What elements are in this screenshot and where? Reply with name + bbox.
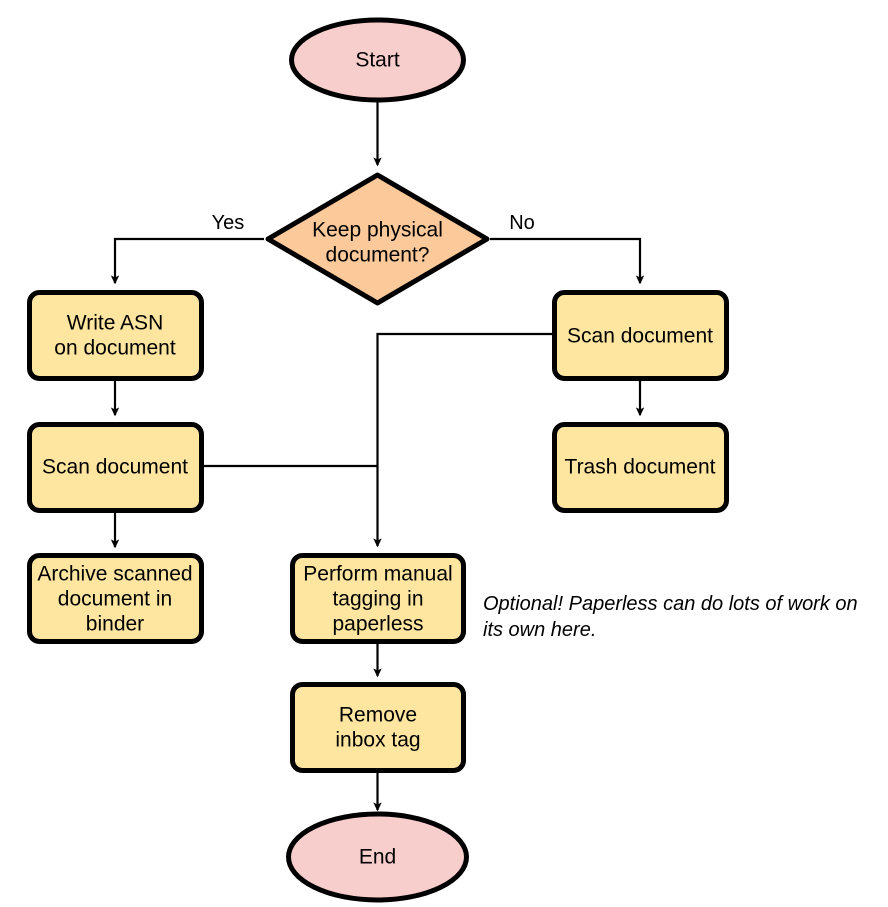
annotation-optional-note: Optional! Paperless can do lots of work … <box>483 593 858 641</box>
end-ellipse[interactable] <box>286 811 469 903</box>
optional-note-line1: Optional! Paperless can do lots of work … <box>483 593 858 615</box>
manual-tagging-label-line2: tagging in <box>332 588 423 611</box>
scan-document-right-label: Scan document <box>567 325 713 348</box>
edge-line <box>490 237 645 285</box>
optional-note-line2: its own here. <box>483 619 596 641</box>
node-archive-binder[interactable]: Archive scanned document in binder <box>27 553 204 644</box>
edge-scanright-to-tagging <box>373 332 552 548</box>
archive-binder-label-line3: binder <box>86 613 144 636</box>
edge-decision-no: No <box>490 212 645 285</box>
write-asn-label-line2: on document <box>54 337 176 360</box>
archive-binder-box[interactable] <box>27 553 204 644</box>
trash-document-box[interactable] <box>552 422 729 513</box>
remove-inbox-tag-label-line1: Remove <box>339 704 417 727</box>
scan-document-right-box[interactable] <box>552 290 729 381</box>
edge-line <box>110 237 264 285</box>
node-scan-document-left[interactable]: Scan document <box>27 422 204 513</box>
node-keep-physical-document[interactable]: Keep physical document? <box>265 172 490 306</box>
remove-inbox-tag-box[interactable] <box>290 682 466 773</box>
remove-inbox-tag-label-line2: inbox tag <box>335 729 420 752</box>
start-ellipse[interactable] <box>289 17 466 103</box>
manual-tagging-box[interactable] <box>290 553 466 644</box>
manual-tagging-label-line1: Perform manual <box>303 563 452 586</box>
write-asn-label-line1: Write ASN <box>67 312 163 335</box>
node-write-asn[interactable]: Write ASN on document <box>27 290 204 381</box>
decision-label-line2: document? <box>326 244 430 267</box>
node-start[interactable]: Start <box>289 17 466 103</box>
write-asn-box[interactable] <box>27 290 204 381</box>
manual-tagging-label-line3: paperless <box>332 613 423 636</box>
node-manual-tagging[interactable]: Perform manual tagging in paperless <box>290 553 466 644</box>
node-trash-document[interactable]: Trash document <box>552 422 729 513</box>
archive-binder-label-line2: document in <box>58 588 172 611</box>
decision-diamond[interactable] <box>265 172 490 306</box>
scan-document-left-box[interactable] <box>27 422 204 513</box>
archive-binder-label-line1: Archive scanned <box>37 563 192 586</box>
decision-label-line1: Keep physical <box>312 219 443 242</box>
start-label: Start <box>355 49 400 72</box>
edge-line <box>373 332 552 548</box>
edge-label-no: No <box>509 212 535 234</box>
node-scan-document-right[interactable]: Scan document <box>552 290 729 381</box>
node-end[interactable]: End <box>286 811 469 903</box>
edge-label-yes: Yes <box>212 212 245 234</box>
node-remove-inbox-tag[interactable]: Remove inbox tag <box>290 682 466 773</box>
edge-decision-yes: Yes <box>110 212 264 285</box>
scan-document-left-label: Scan document <box>42 456 188 479</box>
trash-document-label: Trash document <box>565 456 716 479</box>
end-label: End <box>359 846 396 869</box>
